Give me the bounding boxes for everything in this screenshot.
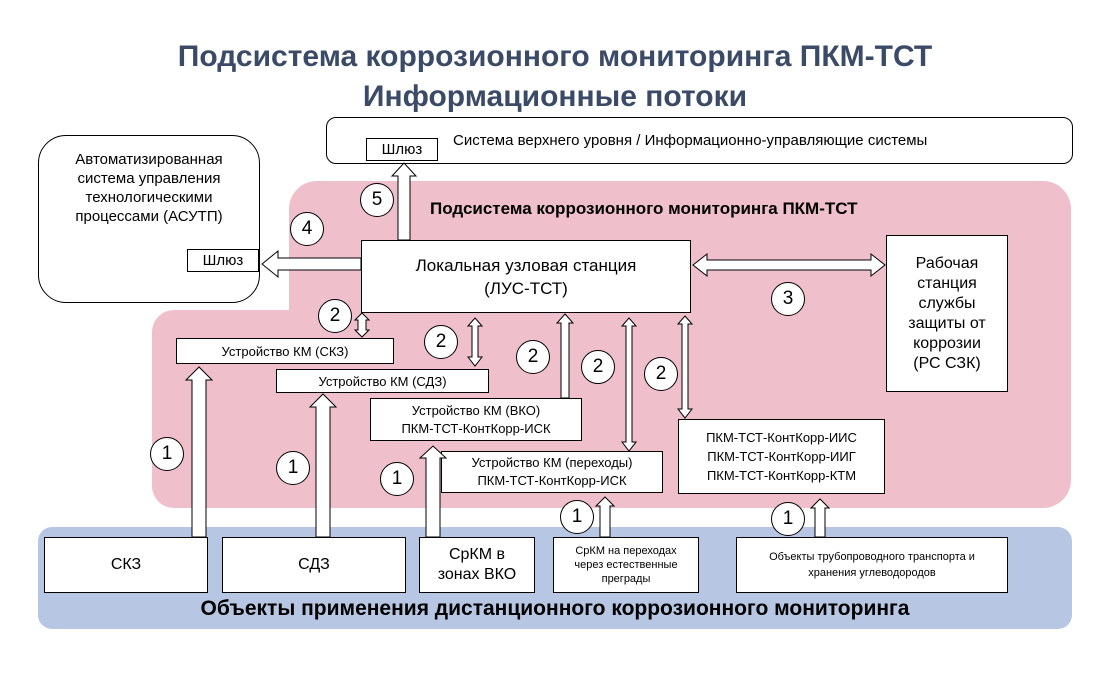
arrow-kontkorr-lus [676, 315, 694, 419]
object-pipeline-line2: хранения углеводородов [808, 567, 936, 579]
asutp-label-line3: технологическими [85, 189, 213, 206]
object-srkm-crossings-line2: через естественные [574, 559, 678, 571]
arrow-vko-up [418, 445, 448, 538]
object-srkm-crossings-line3: преграды [601, 573, 651, 585]
top-gateway-label: Шлюз [381, 141, 423, 158]
device-sdz-label: Устройство КМ (СДЗ) [318, 373, 447, 389]
arrow-lus-top [390, 162, 418, 241]
object-srkm-vko-line1: СрКМ в [448, 546, 506, 563]
arrow-lus-rs [692, 252, 886, 278]
lus-box: Локальная узловая станция (ЛУС-ТСТ) [361, 240, 691, 313]
rs-szk-line5: коррозии [913, 334, 981, 352]
rs-szk-line2: станция [917, 274, 977, 292]
object-pipeline-box: Объекты трубопроводного транспорта и хра… [736, 537, 1008, 593]
device-kontkorr-box: ПКМ-ТСТ-КонтКорр-ИИС ПКМ-ТСТ-КонтКорр-ИИ… [678, 419, 885, 494]
asutp-gateway-label: Шлюз [202, 252, 244, 269]
arrow-skz-lus [353, 312, 371, 338]
rs-szk-line1: Рабочая [915, 254, 979, 272]
diagram-title-line1: Подсистема коррозионного мониторинга ПКМ… [177, 40, 933, 73]
arrow-vko-lus [555, 313, 575, 399]
asutp-gateway-box: Шлюз [187, 249, 259, 272]
object-pipeline-line1: Объекты трубопроводного транспорта и [769, 551, 975, 563]
device-kontkorr-line2: ПКМ-ТСТ-КонтКорр-ИИГ [707, 449, 856, 464]
flow-number-2-sdz: 2 [424, 325, 458, 359]
object-srkm-vko-line2: зонах ВКО [437, 566, 517, 583]
arrow-crossing-up [594, 496, 616, 538]
object-sdz-box: СДЗ [222, 537, 406, 593]
top-level-system-box: Система верхнего уровня / Информационно-… [326, 117, 1073, 164]
objects-band-label: Объекты применения дистанционного корроз… [200, 597, 910, 620]
arrow-sdz-up [308, 393, 338, 538]
object-srkm-crossings-box: СрКМ на переходах через естественные пре… [553, 537, 699, 593]
arrow-pipeline-up [809, 498, 831, 538]
flow-number-3: 3 [771, 282, 805, 316]
lus-label-line2: (ЛУС-ТСТ) [484, 278, 568, 298]
device-skz-box: Устройство КМ (СКЗ) [176, 338, 394, 364]
arrow-skz-up [184, 366, 214, 538]
arrow-sdz-lus [466, 317, 484, 367]
device-vko-line1: Устройство КМ (ВКО) [411, 402, 541, 418]
object-skz-label: СКЗ [110, 556, 142, 573]
rs-szk-box: Рабочая станция службы защиты от коррози… [886, 235, 1008, 392]
lus-label-line1: Локальная узловая станция [415, 255, 637, 275]
diagram-title-line2: Информационные потоки [362, 80, 748, 113]
object-sdz-label: СДЗ [298, 556, 330, 573]
flow-number-2-vko: 2 [516, 340, 550, 374]
top-level-system-label: Система верхнего уровня / Информационно-… [453, 132, 928, 149]
flow-number-5: 5 [360, 183, 394, 217]
arrow-lus-asutp [261, 249, 362, 279]
top-gateway-box: Шлюз [366, 138, 438, 161]
asutp-label-line2: система управления [77, 170, 221, 187]
device-crossing-line2: ПКМ-ТСТ-КонтКорр-ИСК [477, 473, 627, 488]
device-crossing-line1: Устройство КМ (переходы) [471, 455, 633, 470]
object-srkm-crossings-line1: СрКМ на переходах [575, 545, 677, 557]
device-vko-line2: ПКМ-ТСТ-КонтКорр-ИСК [401, 420, 551, 436]
flow-number-1-vko: 1 [380, 462, 414, 496]
device-sdz-box: Устройство КМ (СДЗ) [276, 369, 489, 393]
device-kontkorr-line3: ПКМ-ТСТ-КонтКорр-КТМ [706, 468, 857, 483]
asutp-label-line4: процессами (АСУТП) [75, 208, 223, 225]
device-kontkorr-line1: ПКМ-ТСТ-КонтКорр-ИИС [706, 430, 857, 445]
device-skz-label: Устройство КМ (СКЗ) [221, 343, 349, 359]
object-skz-box: СКЗ [44, 537, 208, 593]
subsystem-label: Подсистема коррозионного мониторинга ПКМ… [430, 199, 858, 218]
flow-number-1-crossing: 1 [560, 500, 594, 534]
flow-number-1-skz: 1 [150, 437, 184, 471]
object-srkm-vko-box: СрКМ в зонах ВКО [419, 537, 535, 593]
flow-number-4: 4 [290, 212, 324, 246]
rs-szk-line6: (РС СЗК) [913, 354, 981, 372]
rs-szk-line3: службы [918, 294, 976, 312]
flow-number-1-pipeline: 1 [771, 502, 805, 536]
asutp-label-line1: Автоматизированная [75, 151, 223, 168]
flow-number-1-sdz: 1 [276, 451, 310, 485]
rs-szk-line4: защиты от [908, 314, 986, 332]
flow-number-2-kontkorr: 2 [644, 357, 678, 391]
flow-number-2-skz: 2 [318, 299, 352, 333]
arrow-crossing-lus [620, 317, 638, 452]
device-crossing-box: Устройство КМ (переходы) ПКМ-ТСТ-КонтКор… [441, 451, 663, 493]
flow-number-2-crossing: 2 [581, 350, 615, 384]
asutp-box: Автоматизированная система управления те… [38, 135, 260, 303]
device-vko-box: Устройство КМ (ВКО) ПКМ-ТСТ-КонтКорр-ИСК [370, 398, 582, 441]
